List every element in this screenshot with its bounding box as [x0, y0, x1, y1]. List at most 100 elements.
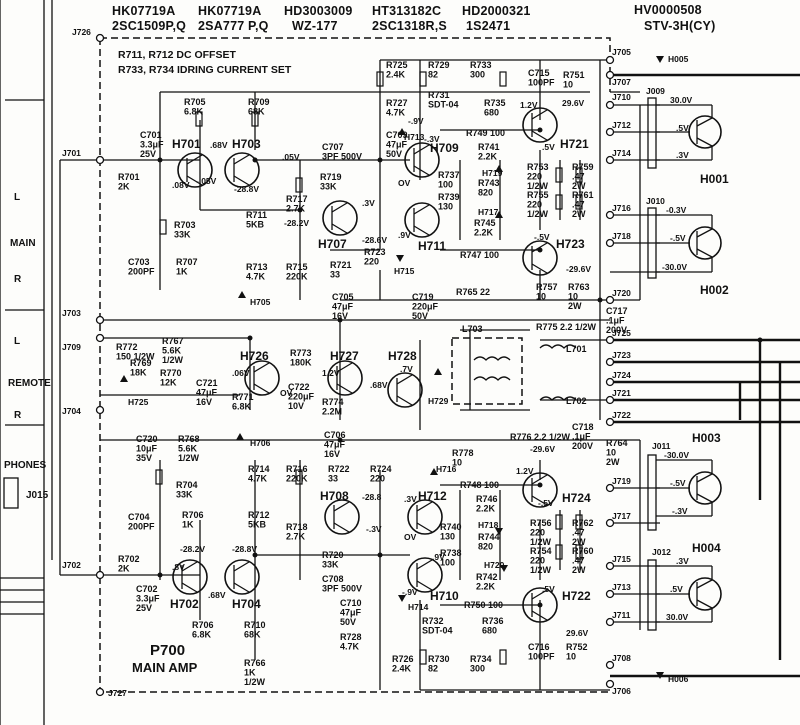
svg-text:OV: OV [398, 178, 411, 188]
board-name: P700 [150, 642, 185, 659]
transistor-h703: H703 [224, 137, 261, 188]
transistor-h709: H709 [404, 141, 459, 178]
side-label-r-remote: R [14, 410, 22, 421]
svg-text:H714: H714 [408, 602, 429, 612]
header-part-10: 1S2471 [466, 19, 510, 33]
diode-h716: H716 [430, 464, 457, 475]
svg-text:-.05V: -.05V [196, 176, 217, 186]
svg-text:L703: L703 [462, 324, 483, 334]
side-label-l-main: L [14, 192, 20, 203]
header-part-3: HD3003009 [284, 4, 353, 18]
transistor-h726: H726 [240, 349, 280, 396]
svg-text:-.5V: -.5V [670, 478, 686, 488]
jack-j721: J721 [605, 388, 631, 405]
side-label-remote: REMOTE [8, 378, 51, 389]
svg-text:H706: H706 [250, 438, 271, 448]
svg-text:H728: H728 [388, 349, 417, 363]
transistor-h708: H708 [320, 489, 360, 535]
svg-text:.8V: .8V [172, 562, 185, 572]
svg-text:J009: J009 [646, 86, 665, 96]
transistor-h710: H710 [407, 557, 459, 603]
jack-j709: J709 [62, 333, 105, 352]
header-part-6: 2SC1509P,Q [112, 19, 186, 33]
svg-text:H724: H724 [562, 491, 591, 505]
svg-text:-.5V: -.5V [670, 233, 686, 243]
transistor-h701: H701 [172, 137, 213, 188]
svg-text:J727: J727 [108, 688, 127, 698]
svg-text:J011: J011 [652, 441, 671, 451]
connector-j009: J009 [646, 86, 665, 169]
svg-text:J704: J704 [62, 406, 81, 416]
transistor-h004: H004 .3V .5V 30.0V [656, 541, 722, 623]
svg-text:.9V: .9V [398, 230, 411, 240]
transistor-h704: H704 [224, 559, 261, 611]
svg-text:J709: J709 [62, 342, 81, 352]
header-right-1: HV0000508 [634, 3, 702, 17]
diode-h706: H706 [236, 433, 271, 448]
svg-text:.05V: .05V [282, 152, 300, 162]
jack-j720: J720 [605, 288, 631, 305]
diode-h715: H715 [394, 255, 415, 276]
jack-j708: J708 [605, 653, 631, 670]
svg-text:1.2V: 1.2V [322, 368, 340, 378]
svg-text:1.2V: 1.2V [520, 100, 538, 110]
diode-h720: H720 [484, 560, 508, 572]
svg-text:H727: H727 [330, 349, 359, 363]
note-idling: R733, R734 IDRING CURRENT SET [118, 64, 292, 76]
svg-text:-.3V: -.3V [672, 506, 688, 516]
wiring-lower [60, 439, 800, 691]
svg-text:J721: J721 [612, 388, 631, 398]
svg-text:J716: J716 [612, 203, 631, 213]
header-part-8: WZ-177 [292, 19, 338, 33]
transistor-h724: H724 [522, 472, 591, 508]
svg-text:29.6V: 29.6V [562, 98, 585, 108]
jack-j723: J723 [605, 350, 631, 367]
svg-text:.68V: .68V [208, 590, 226, 600]
svg-text:J702: J702 [62, 560, 81, 570]
svg-text:J705: J705 [612, 47, 631, 57]
voltage-labels: .68V -.05V .05V .08V -28.8V -28.2V .3V -… [172, 98, 591, 638]
jack-j707: J707 [605, 70, 631, 87]
jack-j712: J712 [605, 120, 631, 137]
svg-text:-.3V: -.3V [424, 134, 440, 144]
diode-h718: H718 [478, 520, 503, 535]
jack-j726: J726 [72, 27, 105, 43]
svg-text:J713: J713 [612, 582, 631, 592]
header-part-7: 2SA777 P,Q [198, 19, 269, 33]
svg-text:.9V: .9V [432, 552, 445, 562]
svg-text:H704: H704 [232, 597, 261, 611]
